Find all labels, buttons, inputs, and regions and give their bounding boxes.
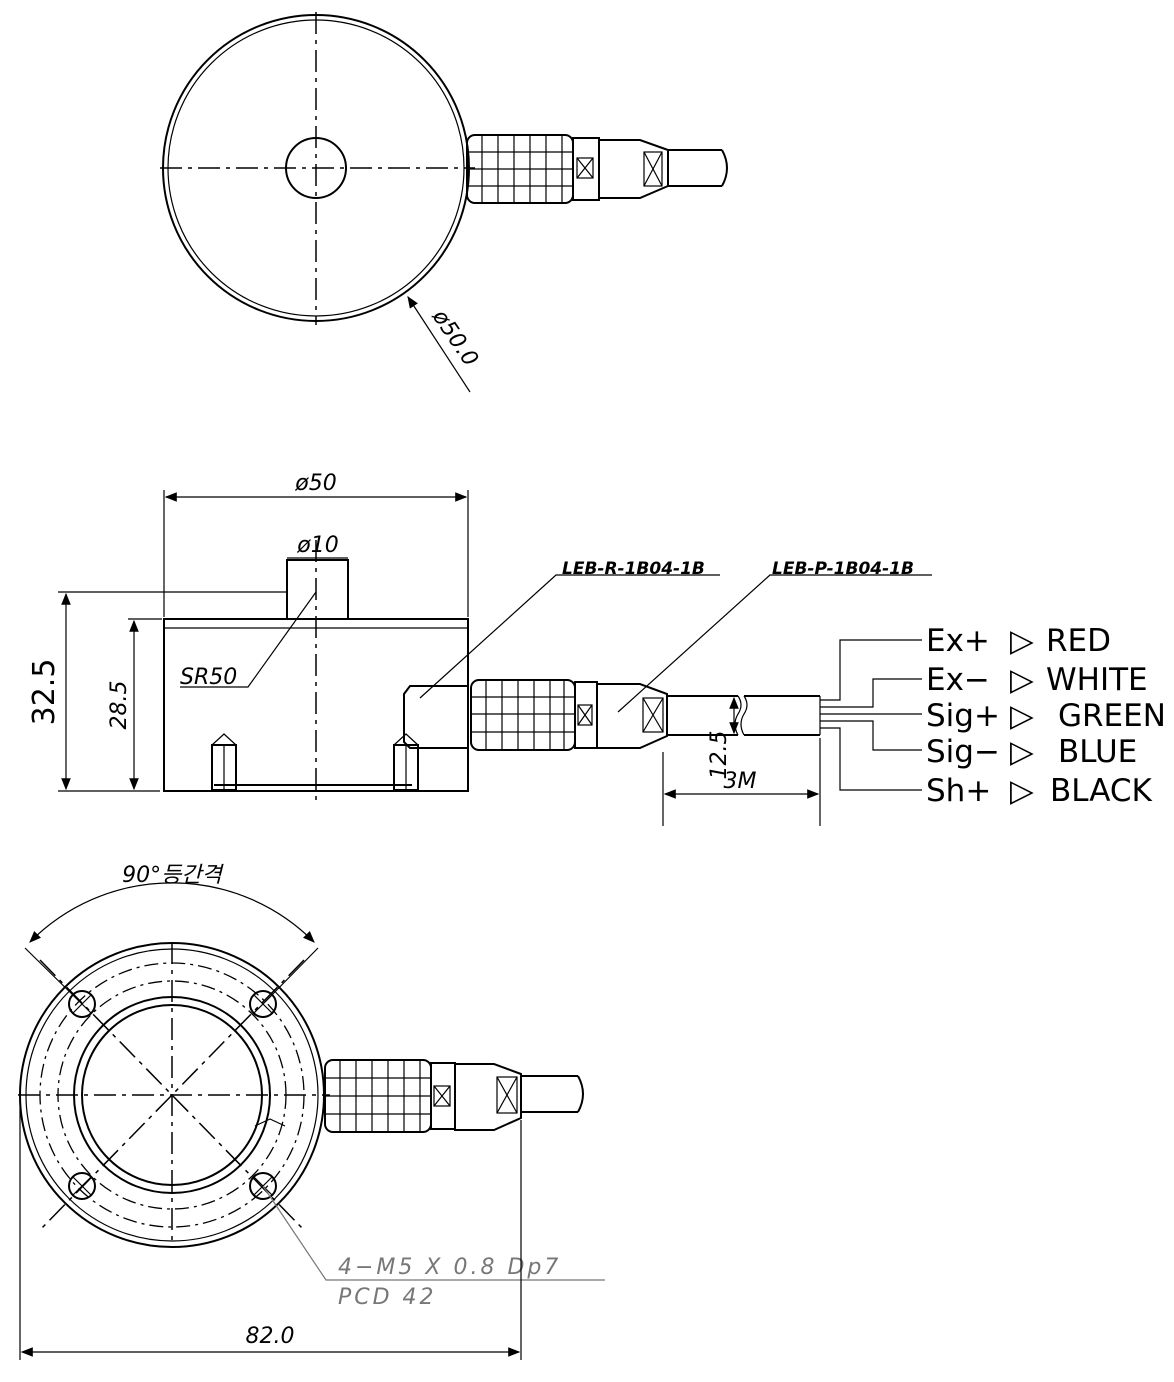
svg-text:▷: ▷ (1010, 773, 1034, 809)
svg-text:▷: ▷ (1010, 734, 1034, 770)
plug-part-number: LEB-P-1B04-1B (772, 559, 914, 579)
dim-body-height: 28.5 (107, 681, 132, 730)
dim-cable-length: 3M (724, 769, 757, 794)
svg-text:BLUE: BLUE (1058, 734, 1137, 770)
svg-text:Ex−: Ex− (926, 662, 990, 698)
svg-text:RED: RED (1046, 623, 1111, 659)
receptacle-part-number: LEB-R-1B04-1B (562, 559, 705, 579)
bottom-view: 90°등간격 4−M5 X 0.8 D (18, 863, 605, 1360)
dim-total-height: 32.5 (27, 659, 62, 726)
spherical-radius-label: SR50 (180, 665, 237, 690)
dim-button-diameter: ø10 (296, 533, 338, 558)
wire-leads (820, 639, 922, 791)
svg-text:Sig+: Sig+ (926, 698, 1000, 734)
bottom-connector (324, 1059, 584, 1133)
dim-overall-length: 82.0 (246, 1324, 295, 1349)
side-view: ø50 ø10 SR50 32.5 28.5 LEB-R-1B04-1B LEB… (27, 471, 1166, 826)
wiring-table: Ex+ ▷ RED Ex− ▷ WHITE Sig+ ▷ GREEN Sig− … (926, 623, 1166, 809)
svg-text:Sig−: Sig− (926, 734, 1000, 770)
svg-text:Sh+: Sh+ (926, 773, 991, 809)
angle-spacing-note: 90°등간격 (122, 863, 224, 888)
svg-text:▷: ▷ (1010, 698, 1034, 734)
wire-sig-plus: Sig+ ▷ GREEN (926, 698, 1166, 734)
top-view: ø50.0 (160, 12, 728, 393)
wire-sh-plus: Sh+ ▷ BLACK (926, 773, 1153, 809)
svg-text:Ex+: Ex+ (926, 623, 990, 659)
side-connector (470, 679, 821, 751)
dim-outer-diameter: ø50 (294, 471, 336, 496)
wire-ex-plus: Ex+ ▷ RED (926, 623, 1111, 659)
svg-text:▷: ▷ (1010, 662, 1034, 698)
dim-cable-diameter: 12.5 (707, 731, 732, 780)
svg-text:WHITE: WHITE (1046, 662, 1148, 698)
svg-text:▷: ▷ (1010, 623, 1034, 659)
wire-ex-minus: Ex− ▷ WHITE (926, 662, 1148, 698)
wire-sig-minus: Sig− ▷ BLUE (926, 734, 1137, 770)
mounting-holes (68, 990, 277, 1200)
svg-text:GREEN: GREEN (1058, 698, 1166, 734)
svg-text:BLACK: BLACK (1050, 773, 1153, 809)
top-diameter-leader (407, 295, 471, 393)
hole-spec: 4−M5 X 0.8 Dp7 (338, 1255, 561, 1280)
top-connector (466, 134, 728, 204)
pcd-note: PCD 42 (338, 1285, 437, 1310)
